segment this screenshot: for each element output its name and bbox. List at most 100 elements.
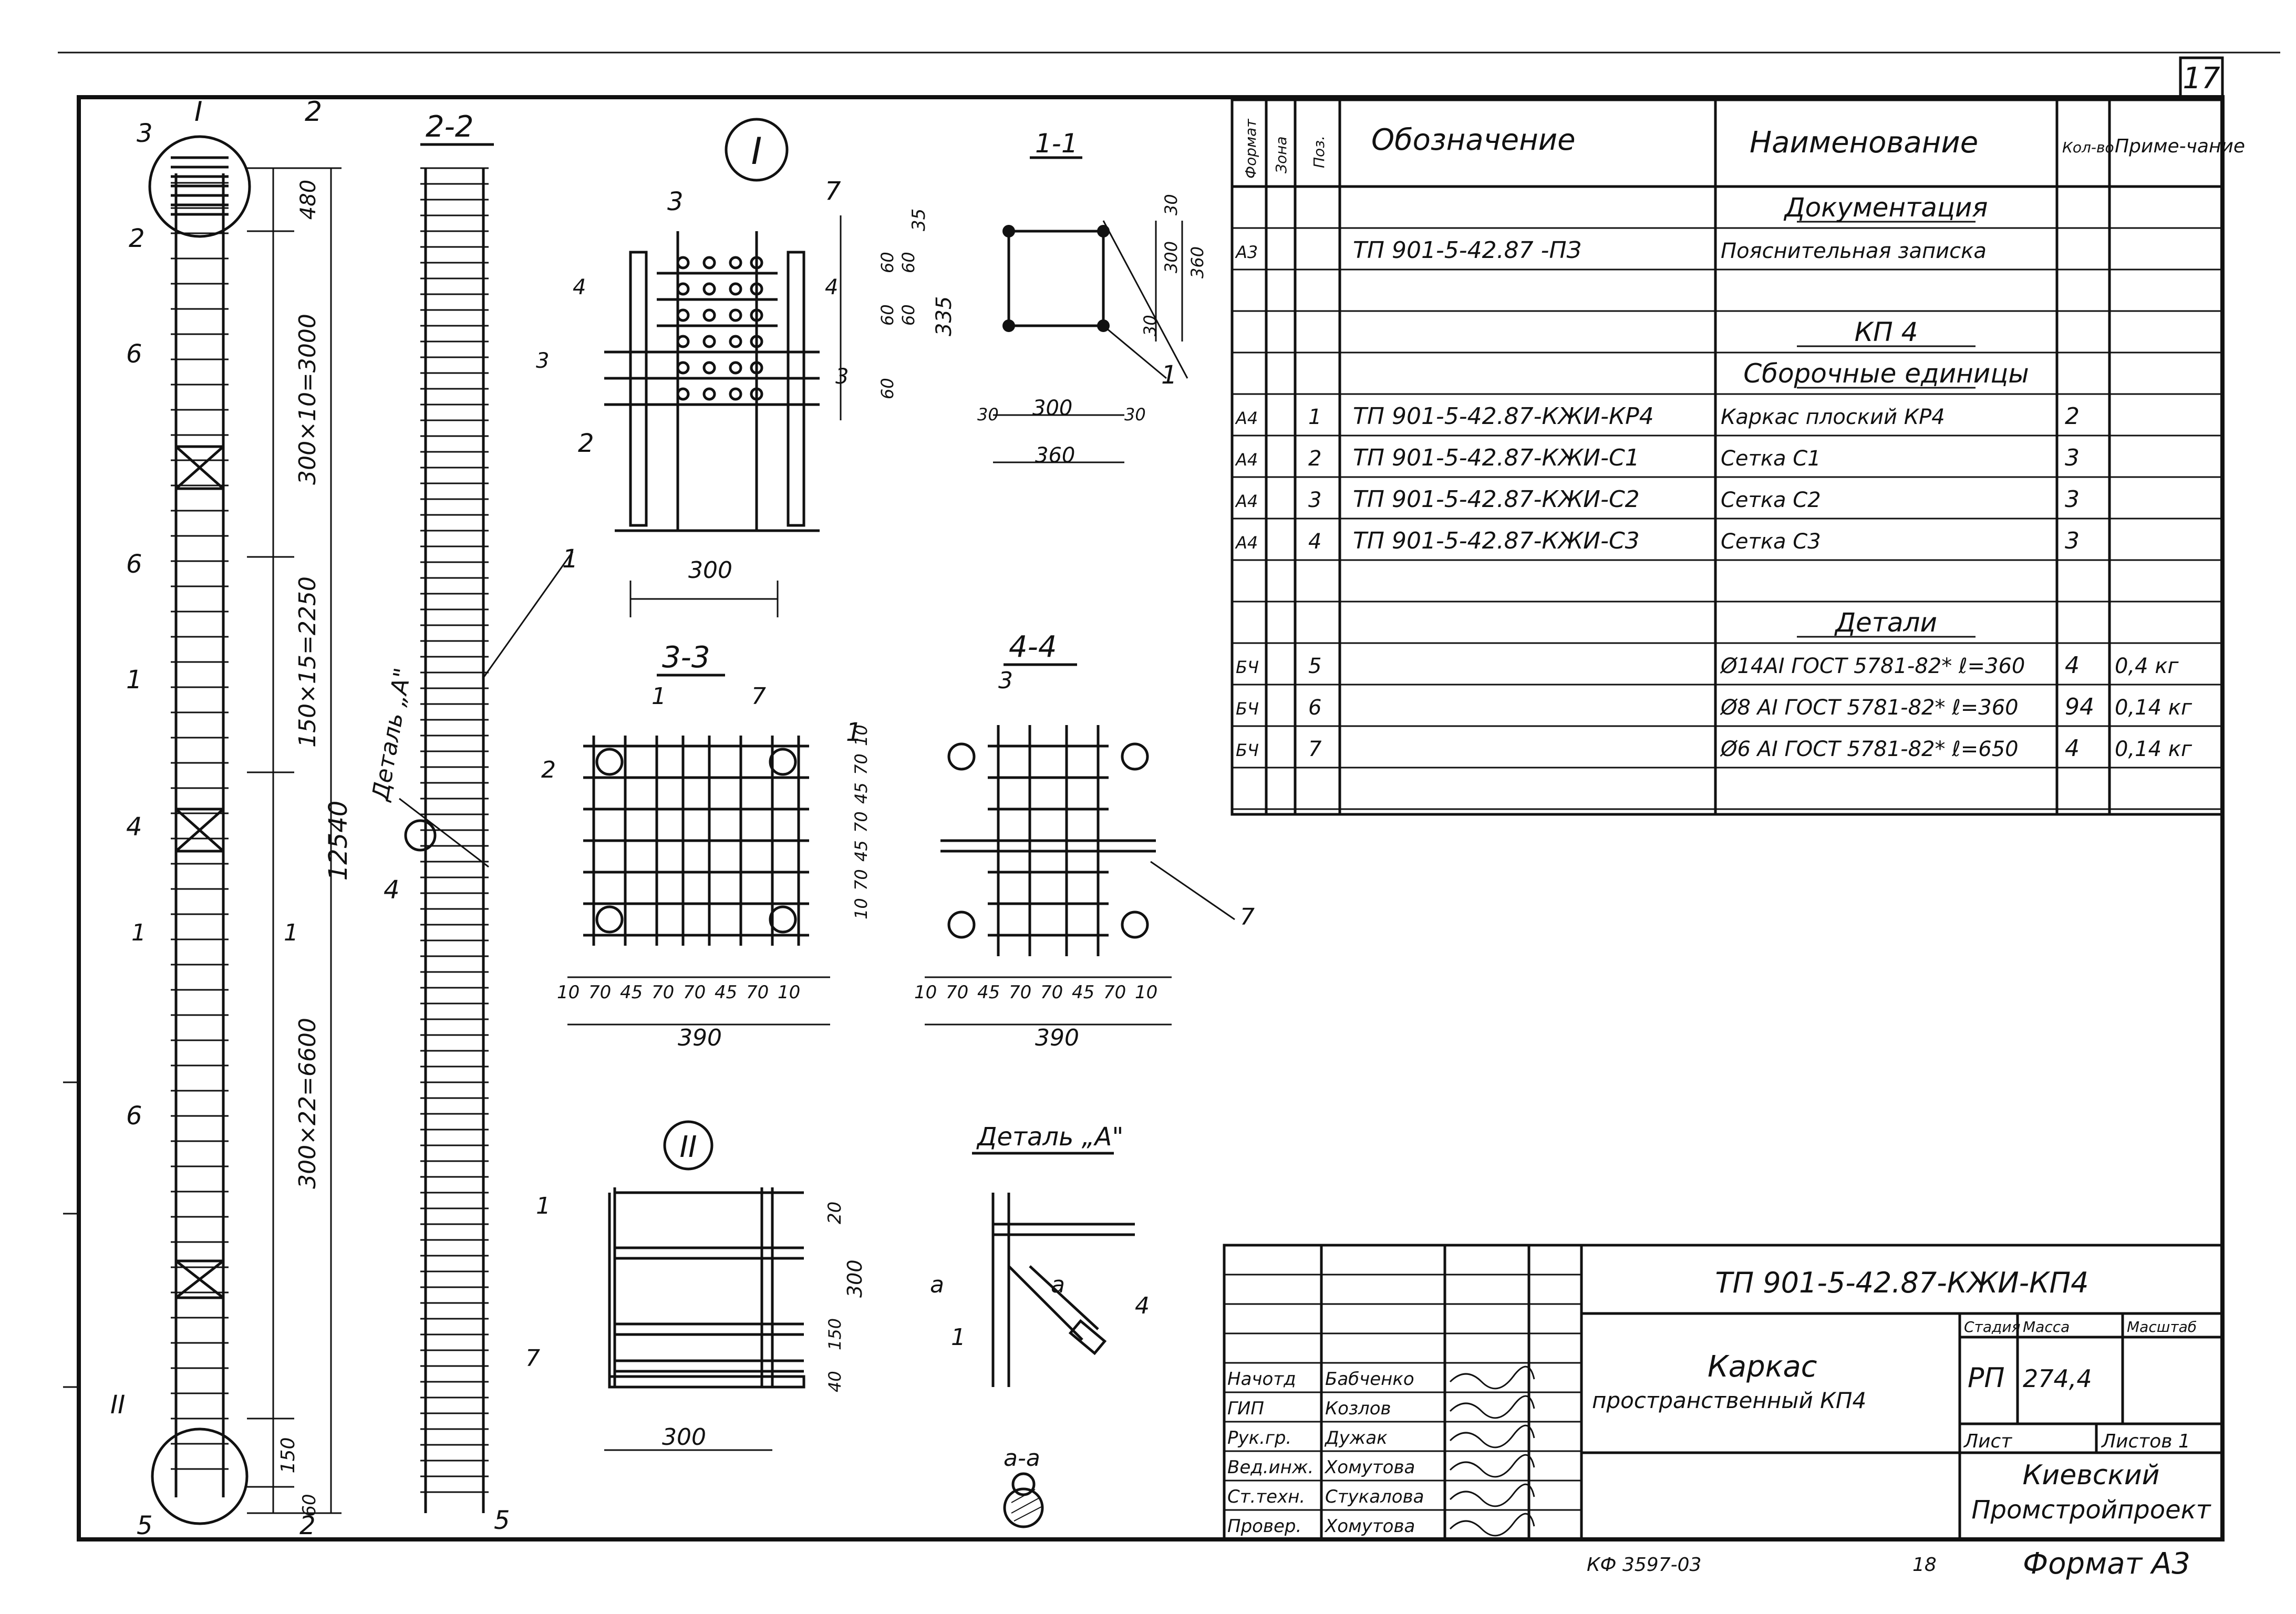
svg-text:40: 40 — [825, 1371, 845, 1392]
spec-format: А4 — [1235, 533, 1258, 553]
col-format: Формат — [1242, 119, 1259, 179]
svg-text:35: 35 — [908, 209, 929, 231]
bar-section — [702, 335, 716, 348]
svg-text:4: 4 — [126, 812, 142, 842]
corner-bar — [947, 911, 976, 939]
svg-text:3: 3 — [667, 187, 684, 216]
svg-text:2: 2 — [299, 1511, 316, 1540]
dim-label: 70 — [588, 982, 611, 1003]
svg-text:5: 5 — [494, 1506, 510, 1535]
col-note: Приме-чание — [2115, 136, 2245, 157]
dim-label: 45 — [851, 782, 871, 804]
section-3-3-title: 3-3 — [662, 640, 710, 675]
bar-section — [729, 335, 742, 348]
svg-text:6: 6 — [126, 1101, 142, 1131]
mass-value: 274,4 — [2023, 1364, 2092, 1393]
dim-label: 10 — [851, 725, 871, 746]
svg-text:4: 4 — [573, 275, 586, 299]
bar-section — [729, 308, 742, 322]
spec-pos: 2 — [1308, 447, 1321, 471]
svg-text:1: 1 — [651, 683, 666, 710]
svg-text:1: 1 — [951, 1324, 966, 1351]
svg-text:300: 300 — [1161, 241, 1181, 273]
dim-label: 45 — [977, 982, 1000, 1003]
spec-pos: 1 — [1308, 405, 1321, 429]
svg-text:3: 3 — [998, 667, 1013, 694]
spec-qty: 3 — [2065, 527, 2080, 554]
svg-text:360: 360 — [1187, 246, 1207, 278]
spec-row: Сборочные единицы — [1743, 358, 2029, 389]
bar-section — [750, 256, 763, 270]
spec-name: Сетка С1 — [1721, 447, 1821, 471]
spec-designation: ТП 901-5-42.87-КЖИ-С2 — [1353, 486, 1640, 513]
corner-bar — [769, 905, 797, 934]
org-2: Промстройпроект — [1971, 1495, 2211, 1525]
svg-text:7: 7 — [1240, 904, 1255, 930]
corner-bar — [769, 748, 797, 776]
signature-scribble — [1449, 1395, 1535, 1419]
spec-name: Детали — [1834, 607, 1937, 638]
svg-text:Листов 1: Листов 1 — [2101, 1431, 2190, 1452]
bar-section — [729, 282, 742, 296]
dim-12540: 12540 — [324, 801, 353, 881]
svg-text:6: 6 — [126, 550, 142, 579]
detail-A-title: Деталь „А" — [976, 1122, 1123, 1152]
org-1: Киевский — [2023, 1460, 2160, 1491]
detail-I — [604, 215, 842, 617]
signature-name: Дужак — [1324, 1427, 1388, 1449]
spec-format: БЧ — [1236, 657, 1259, 677]
spec-designation: ТП 901-5-42.87-КЖИ-С1 — [1353, 444, 1640, 471]
spec-name: Сетка С2 — [1721, 488, 1821, 512]
dim-label: 70 — [1103, 982, 1126, 1003]
bar-section — [729, 361, 742, 375]
section-3-3-total: 390 — [678, 1025, 722, 1051]
bar-section — [676, 387, 690, 401]
drawing-frame — [77, 95, 2225, 1541]
svg-text:Стадия: Стадия — [1964, 1318, 2020, 1336]
svg-text:30: 30 — [1140, 315, 1160, 336]
signature-name: Хомутова — [1324, 1457, 1415, 1478]
dim-60: 60 — [299, 1494, 320, 1516]
dim-label: 70 — [1040, 982, 1063, 1003]
svg-text:30: 30 — [1161, 194, 1181, 215]
svg-text:а: а — [1051, 1271, 1065, 1298]
elev-cut-2: 2 — [305, 96, 322, 128]
dim-label: 70 — [851, 811, 871, 833]
dim-150: 150 — [277, 1437, 299, 1474]
bar-section — [750, 282, 763, 296]
dim-label: 70 — [651, 982, 674, 1003]
svg-text:150: 150 — [825, 1318, 845, 1350]
signature-row: Ст.техн.Стукалова — [1227, 1483, 1535, 1507]
svg-text:6: 6 — [126, 339, 142, 369]
signature-name: Бабченко — [1325, 1369, 1414, 1390]
svg-text:3: 3 — [835, 365, 849, 389]
dim-3000: 300×10=3000 — [294, 314, 321, 485]
signature-scribble — [1449, 1513, 1535, 1537]
detail-I-title: I — [751, 130, 762, 173]
svg-text:2: 2 — [541, 757, 556, 783]
svg-text:335: 335 — [932, 296, 956, 336]
spec-name: Сетка С3 — [1721, 530, 1821, 554]
corner-bar — [947, 742, 976, 771]
svg-text:1: 1 — [562, 544, 578, 574]
corner-bar — [595, 905, 624, 934]
spec-pos: 3 — [1308, 488, 1321, 512]
svg-text:60: 60 — [898, 252, 918, 273]
spec-row: Детали — [1797, 607, 1976, 638]
title-name-2: пространственный КП4 — [1592, 1388, 1866, 1413]
dim-label: 10 — [1135, 982, 1157, 1003]
page-number: 17 — [2183, 61, 2220, 96]
spec-qty: 3 — [2065, 486, 2080, 513]
dim-label: 10 — [557, 982, 580, 1003]
bar-section — [750, 335, 763, 348]
spec-pos: 4 — [1308, 530, 1321, 554]
dim-2250: 150×15=2250 — [294, 576, 321, 748]
spec-name: Сборочные единицы — [1743, 358, 2029, 389]
